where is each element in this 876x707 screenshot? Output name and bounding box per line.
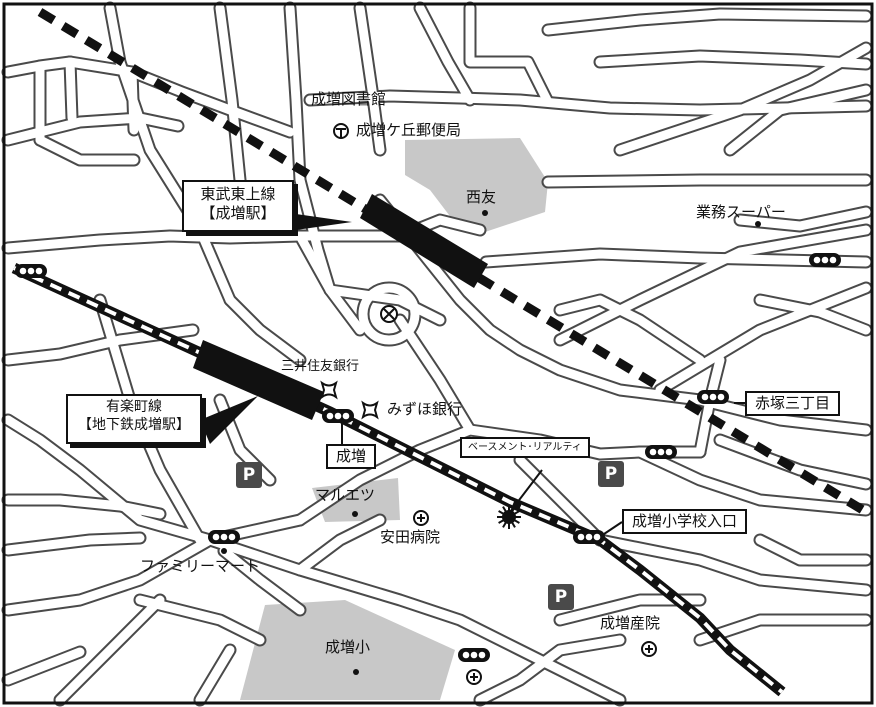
bank-icon	[361, 400, 379, 420]
tobu-callout-pointer	[296, 214, 352, 230]
akatsuka-signal-sign: 赤塚三丁目	[745, 391, 841, 416]
parking-icon: P	[598, 461, 624, 487]
gyomu-super-label: 業務スーパー	[696, 203, 786, 221]
library-label: 成増図書館	[311, 90, 387, 108]
traffic-signal-icon	[573, 530, 605, 544]
yurakucho-station-platform	[193, 340, 324, 420]
tobu-station-platform	[360, 194, 488, 288]
building-blocks	[240, 138, 548, 700]
traffic-signal-icon	[322, 409, 354, 423]
tobu-tojo-railway	[37, 8, 869, 516]
hospital-icon	[466, 669, 482, 685]
post-office-label: 成増ケ丘郵便局	[356, 121, 462, 139]
familymart-dot	[221, 548, 227, 554]
school-entrance-signal-sign: 成増小学校入口	[622, 509, 748, 534]
maruetsu-block	[312, 478, 400, 522]
maruetsu-label: マルエツ	[315, 486, 376, 504]
bank-icon	[320, 380, 338, 400]
nishitomo-block	[405, 138, 548, 232]
maruetsu-dot	[352, 511, 358, 517]
traffic-signal-icon	[697, 390, 729, 404]
yurakucho-subway	[11, 262, 786, 697]
school-dot	[353, 669, 359, 675]
police-box-icon	[380, 305, 398, 323]
destination-sign[interactable]: ベースメント･リアルティ	[460, 437, 590, 458]
parking-icon: P	[236, 462, 262, 488]
yurakucho-station-name: 【地下鉄成増駅】	[78, 416, 190, 433]
traffic-signal-icon	[645, 445, 677, 459]
tobu-line-name: 東武東上線	[200, 185, 276, 203]
destination-star-icon[interactable]	[497, 505, 521, 529]
traffic-signal-icon	[15, 264, 47, 278]
tobu-station-name: 【成増駅】	[200, 203, 276, 222]
narimasu-maternity-label: 成増産院	[600, 614, 661, 632]
narimasu-signal-sign: 成増	[326, 444, 377, 469]
narimasu-elementary-label: 成増小	[325, 638, 371, 656]
familymart-label: ファミリーマート	[140, 557, 261, 575]
yasuda-hospital-label: 安田病院	[380, 528, 441, 546]
traffic-signal-icon	[809, 253, 841, 267]
traffic-signal-icon	[208, 530, 240, 544]
mizuho-label: みずほ銀行	[387, 400, 463, 418]
nishitomo-dot	[482, 210, 488, 216]
nishitomo-label: 西友	[466, 188, 497, 206]
yurakucho-station-callout[interactable]: 有楽町線 【地下鉄成増駅】	[66, 394, 202, 444]
yurakucho-line-name: 有楽町線	[106, 399, 162, 415]
tobu-station-callout[interactable]: 東武東上線 【成増駅】	[182, 180, 294, 232]
traffic-signals	[15, 253, 841, 662]
hospital-icon	[413, 510, 429, 526]
hospital-icon	[641, 641, 657, 657]
parking-icon: P	[548, 584, 574, 610]
traffic-signal-icon	[458, 648, 490, 662]
yurakucho-callout-pointer	[200, 396, 258, 444]
post-office-icon	[333, 123, 349, 139]
gyomu-super-dot	[755, 221, 761, 227]
smbc-label: 三井住友銀行	[281, 359, 360, 374]
school-block	[240, 600, 455, 700]
